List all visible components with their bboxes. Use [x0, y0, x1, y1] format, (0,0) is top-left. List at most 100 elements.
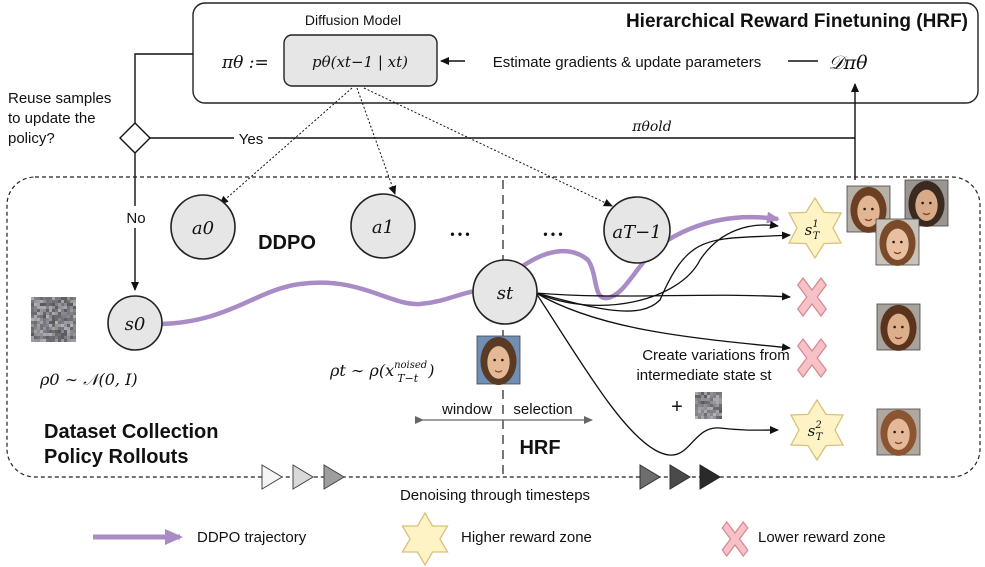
noise-pixel	[40, 303, 43, 306]
variation-arrow-3	[535, 292, 791, 301]
noise-pixel	[701, 416, 704, 419]
noise-pixel	[61, 330, 64, 333]
face-eye	[901, 325, 904, 329]
noise-pixel	[43, 330, 46, 333]
noise-pixel	[698, 404, 701, 407]
noise-pixel	[707, 410, 710, 413]
legend-higher-star	[401, 511, 449, 567]
noise-pixel	[52, 303, 55, 306]
noise-pixel	[73, 312, 76, 315]
noise-pixel	[70, 327, 73, 330]
noise-pixel	[52, 306, 55, 309]
noise-pixel	[52, 312, 55, 315]
timestep-triangle-2	[292, 464, 314, 490]
reuse-question-line2: to update the	[8, 110, 96, 127]
noise-pixel	[49, 312, 52, 315]
noise-pixel	[710, 395, 713, 398]
noise-pixel	[34, 327, 37, 330]
dataset-symbol: 𝒟πθ	[828, 52, 868, 74]
noise-pixel	[710, 401, 713, 404]
noise-pixel	[37, 318, 40, 321]
noise-pixel	[49, 333, 52, 336]
noise-pixel	[698, 401, 701, 404]
noise-pixel	[716, 404, 719, 407]
noise-pixel	[61, 333, 64, 336]
face-thumb-st	[476, 335, 521, 385]
noise-pixel	[67, 330, 70, 333]
face-eye	[893, 430, 896, 434]
noise-pixel	[719, 398, 722, 401]
noise-pixel	[52, 321, 55, 324]
dataset-collection-line2: Policy Rollouts	[44, 446, 188, 468]
noise-pixel	[710, 407, 713, 410]
noise-pixel	[46, 330, 49, 333]
noise-pixel	[58, 315, 61, 318]
noise-pixel	[695, 416, 698, 419]
noise-pixel	[55, 297, 58, 300]
policy-to-decision-line	[134, 53, 193, 123]
noise-pixel	[698, 413, 701, 416]
noise-pixel	[40, 312, 43, 315]
noise-pixel	[34, 321, 37, 324]
reuse-question-line3: policy?	[8, 130, 55, 147]
noise-pixel	[713, 404, 716, 407]
noise-pixel	[64, 300, 67, 303]
noise-pixel	[55, 327, 58, 330]
selection-label: selection	[513, 401, 572, 418]
noise-pixel	[70, 306, 73, 309]
noise-pixel	[55, 312, 58, 315]
noise-pixel	[716, 401, 719, 404]
face-eye	[892, 240, 895, 244]
noise-pixel	[70, 333, 73, 336]
noise-pixel	[43, 303, 46, 306]
noise-pixel	[34, 336, 37, 339]
no-label-bg	[122, 206, 150, 228]
lower-reward-x-2	[796, 337, 828, 379]
noise-pixel	[73, 318, 76, 321]
noise-pixel	[43, 306, 46, 309]
dots-right: • • •	[543, 227, 562, 241]
noise-pixel	[55, 333, 58, 336]
noise-pixel	[52, 324, 55, 327]
noise-pixel	[49, 315, 52, 318]
noise-pixel	[713, 416, 716, 419]
noise-pixel	[40, 318, 43, 321]
yes-label: Yes	[239, 131, 263, 148]
noise-pixel	[67, 297, 70, 300]
noise-pixel	[58, 333, 61, 336]
noise-pixel	[46, 297, 49, 300]
noise-pixel	[37, 312, 40, 315]
noise-pixel	[64, 330, 67, 333]
noise-pixel	[713, 410, 716, 413]
node-aT1-label: aT−1	[612, 222, 661, 243]
noise-pixel	[55, 321, 58, 324]
noise-pixel	[698, 398, 701, 401]
noise-pixel	[37, 309, 40, 312]
window-label: window	[441, 401, 492, 418]
ddpo-label: DDPO	[258, 232, 316, 254]
noise-pixel	[704, 410, 707, 413]
noise-pixel	[61, 327, 64, 330]
dotted-arrow-aT1	[363, 87, 613, 207]
face-eye	[900, 240, 903, 244]
noise-pixel	[70, 339, 73, 342]
legend-lower-label: Lower reward zone	[758, 529, 886, 546]
noise-pixel	[31, 336, 34, 339]
noise-pixel	[58, 339, 61, 342]
noise-pixel	[37, 336, 40, 339]
noise-pixel	[713, 407, 716, 410]
noise-pixel	[707, 404, 710, 407]
noise-pixel	[46, 306, 49, 309]
noise-pixel	[37, 333, 40, 336]
noise-pixel	[46, 318, 49, 321]
noise-pixel	[713, 401, 716, 404]
noise-pixel	[698, 392, 701, 395]
noise-pixel	[70, 312, 73, 315]
noise-pixel	[67, 339, 70, 342]
model-formula: pθ(xt−1 | xt)	[312, 53, 408, 71]
noise-pixel	[704, 398, 707, 401]
noise-pixel	[34, 300, 37, 303]
noise-pixel	[34, 330, 37, 333]
